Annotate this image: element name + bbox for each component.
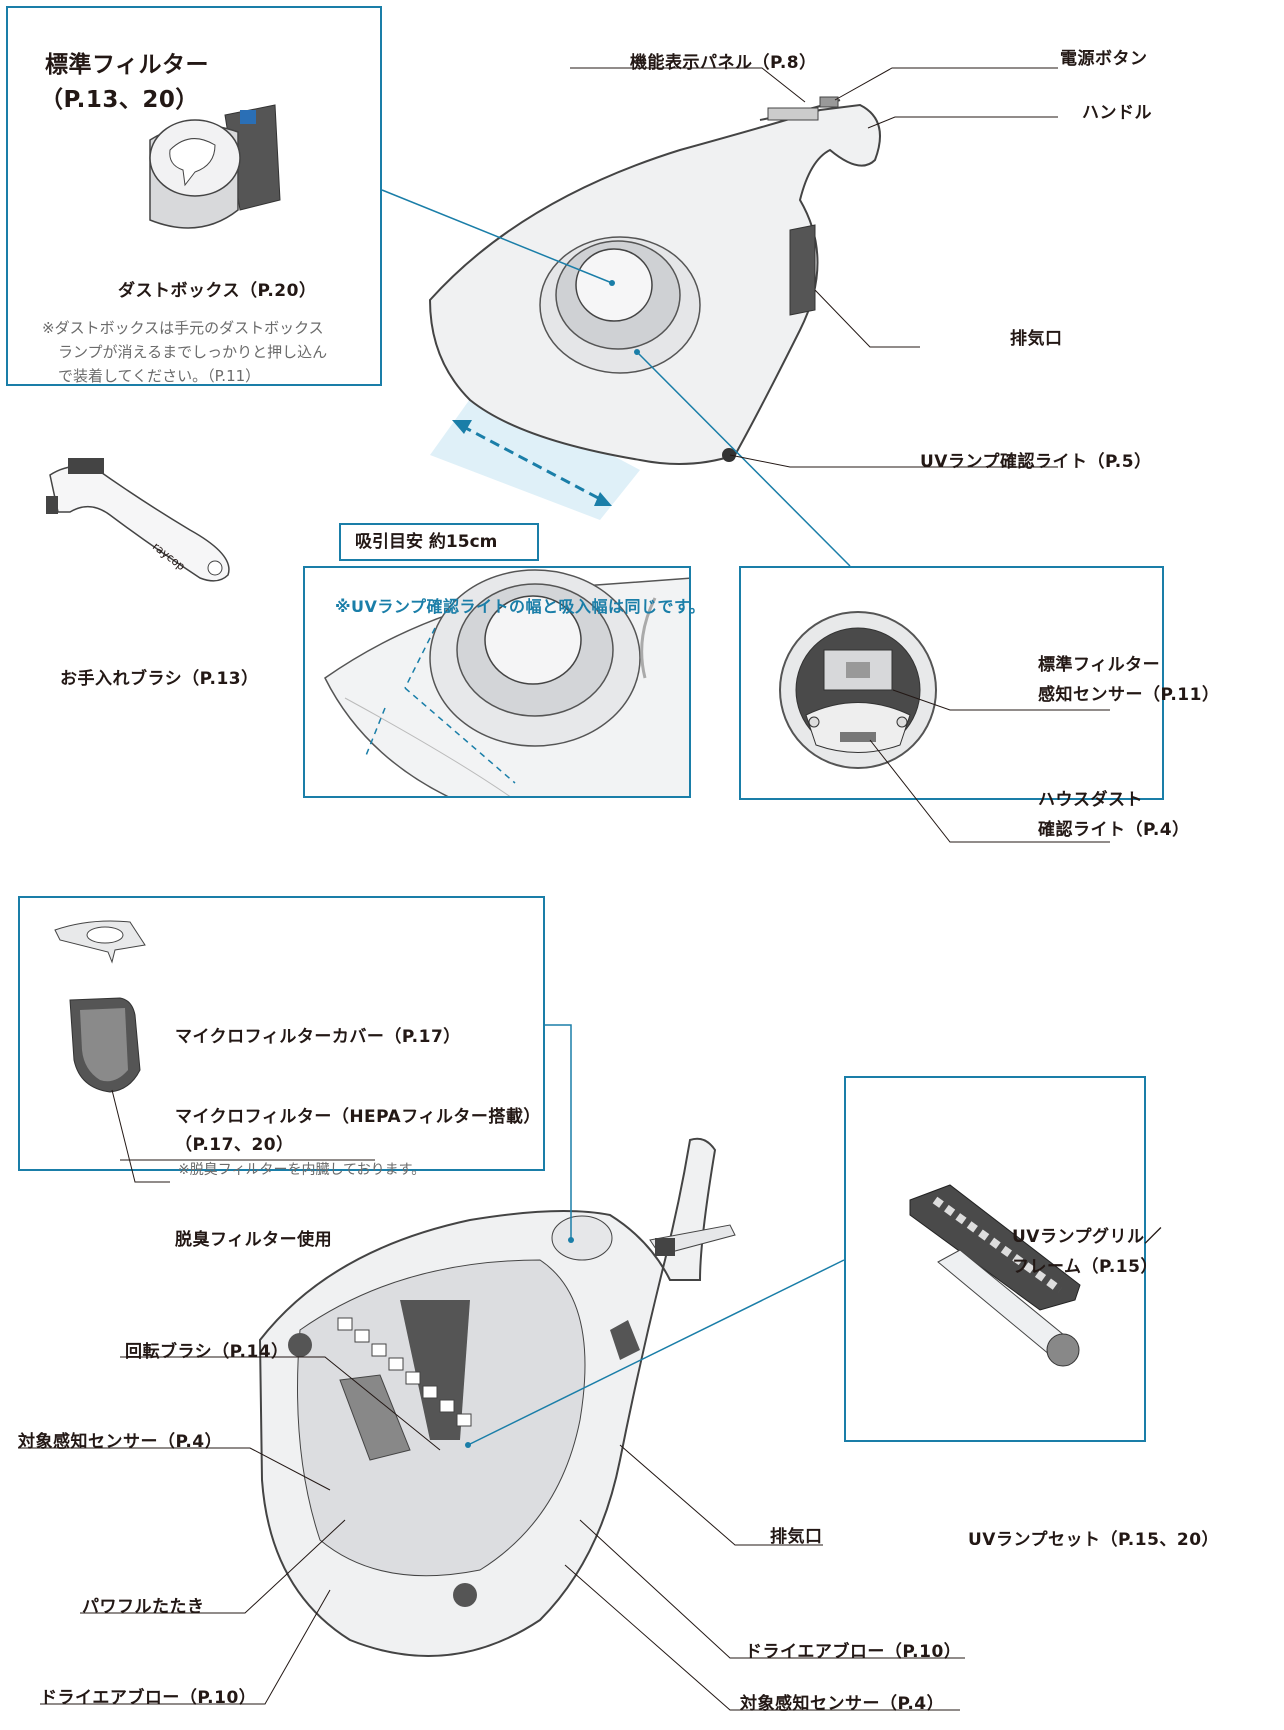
- standard-filter-title: 標準フィルター: [45, 52, 210, 78]
- filter-sensor-label-1: 標準フィルター: [1038, 655, 1161, 675]
- suction-glow: [430, 385, 640, 520]
- rotary-brush-label: 回転ブラシ（P.14）: [125, 1342, 289, 1362]
- micro-filter-note: ※脱臭フィルターを内臓しております。: [178, 1162, 426, 1178]
- uv-width-zoom-box: [303, 566, 691, 798]
- cleaner-bottom-illustration: [258, 1137, 736, 1657]
- dust-box-label: ダストボックス（P.20）: [118, 281, 317, 301]
- exhaust-label-top: 排気口: [1010, 329, 1063, 349]
- uv-lamp-illustrations: [909, 1184, 1081, 1367]
- suction-distance-box: 吸引目安 約15cm: [339, 523, 539, 561]
- exhaust-label-bottom: 排気口: [770, 1527, 823, 1547]
- blue-leader-lines: [381, 189, 851, 1446]
- deodor-filter-label: 脱臭フィルター使用: [175, 1230, 333, 1250]
- black-leader-lines: [18, 67, 1110, 1711]
- function-panel-label: 機能表示パネル（P.8）: [630, 53, 817, 73]
- blue-leader-dots: [465, 280, 640, 1448]
- filter-sensor-label-2: 感知センサー（P.11）: [1038, 685, 1220, 705]
- micro-filter-label-2: （P.17、20）: [175, 1135, 294, 1155]
- dust-box-note-3: で装着してください。（P.11）: [58, 367, 261, 385]
- dry-air-right-label: ドライエアブロー（P.10）: [745, 1642, 962, 1662]
- handle-label: ハンドル: [1082, 103, 1152, 123]
- target-sensor-left-label: 対象感知センサー（P.4）: [18, 1432, 223, 1452]
- house-dust-label-1: ハウスダスト: [1038, 790, 1143, 810]
- micro-filter-label-1: マイクロフィルター（HEPAフィルター搭載）: [175, 1107, 541, 1127]
- dry-air-left-label: ドライエアブロー（P.10）: [40, 1688, 257, 1708]
- dust-box-note-2: ランプが消えるまでしっかりと押し込ん: [58, 343, 328, 361]
- suction-arrow: [452, 420, 612, 506]
- target-sensor-right-label: 対象感知センサー（P.4）: [740, 1694, 945, 1714]
- uv-grill-label-1: UVランプグリル／: [1012, 1227, 1162, 1247]
- care-brush-label: お手入れブラシ（P.13）: [60, 669, 259, 689]
- zoomed-cleaner-illustration: [324, 569, 689, 796]
- uv-lamp-light-label: UVランプ確認ライト（P.5）: [920, 452, 1152, 472]
- power-button-label: 電源ボタン: [1060, 49, 1148, 69]
- dust-box-note-1: ※ダストボックスは手元のダストボックス: [42, 319, 324, 337]
- care-brush-illustration: [46, 458, 230, 582]
- powerful-tapping-label: パワフルたたき: [82, 1597, 205, 1617]
- cleaner-top-illustration: [428, 96, 881, 465]
- uv-lamp-set-label: UVランプセット（P.15、20）: [968, 1530, 1220, 1550]
- house-dust-label-2: 確認ライト（P.4）: [1038, 820, 1190, 840]
- suction-distance-label: 吸引目安 約15cm: [355, 532, 498, 552]
- dust-box-illustration: [149, 104, 281, 229]
- standard-filter-pages: （P.13、20）: [40, 87, 199, 113]
- micro-filter-cover-label: マイクロフィルターカバー（P.17）: [175, 1027, 461, 1047]
- uv-grill-label-2: フレーム（P.15）: [1012, 1257, 1158, 1277]
- uv-width-note: ※UVランプ確認ライトの幅と吸入幅は同じです。: [335, 597, 706, 616]
- micro-filter-illustrations: [54, 920, 146, 1093]
- sensor-detail-illustration: [779, 611, 937, 769]
